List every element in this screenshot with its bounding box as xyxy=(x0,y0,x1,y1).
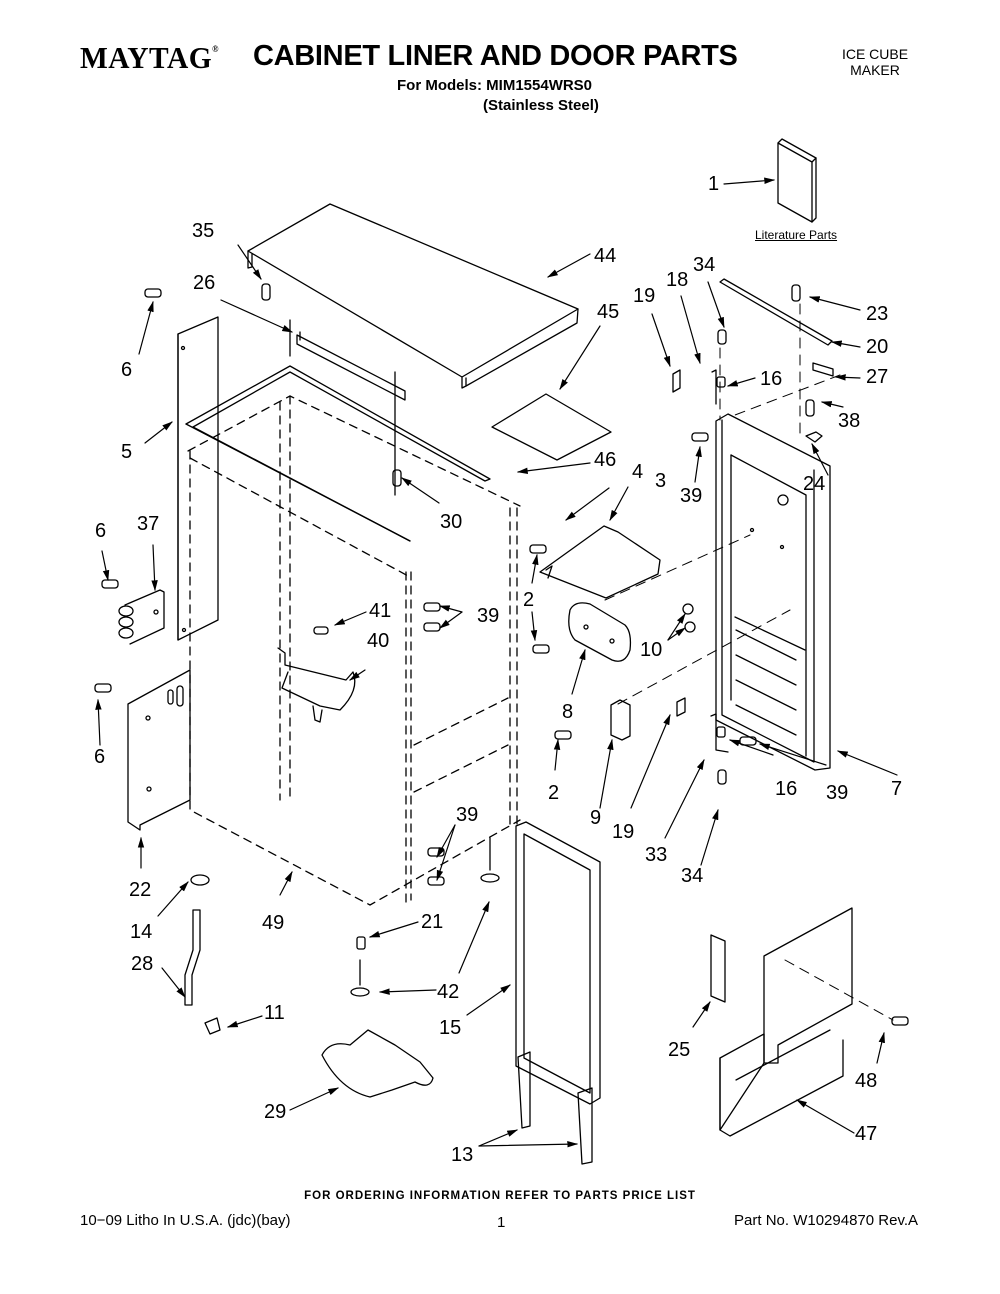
ice-scoop xyxy=(321,1029,434,1098)
callout-5: 5 xyxy=(121,441,133,463)
shim xyxy=(812,362,834,377)
callout-41: 41 xyxy=(369,600,392,622)
callout-45: 45 xyxy=(597,301,620,323)
callout-9: 9 xyxy=(590,807,602,829)
callout-6: 6 xyxy=(95,520,107,542)
print-info: 10−09 Litho In U.S.A. (jdc)(bay) xyxy=(80,1212,291,1229)
door-latch xyxy=(610,699,631,741)
callout-34: 34 xyxy=(693,254,716,276)
lower-panel xyxy=(127,669,191,831)
callout-48: 48 xyxy=(855,1070,878,1092)
callout-7: 7 xyxy=(891,778,903,800)
callout-14: 14 xyxy=(130,921,153,943)
callout-20: 20 xyxy=(866,336,889,358)
model-finish: (Stainless Steel) xyxy=(483,97,599,114)
assembly-lines xyxy=(604,303,894,1021)
control-housing xyxy=(568,602,632,662)
callout-38: 38 xyxy=(838,410,861,432)
callout-11: 11 xyxy=(264,1002,285,1024)
product-type: ICE CUBE MAKER xyxy=(830,46,920,78)
part-number: Part No. W10294870 Rev.A xyxy=(734,1212,918,1229)
literature-booklet xyxy=(777,138,817,223)
callout-19: 19 xyxy=(633,285,656,307)
callout-21: 21 xyxy=(421,911,444,933)
cabinet-liner xyxy=(185,365,521,906)
side-panel xyxy=(177,316,219,641)
callout-35: 35 xyxy=(192,220,215,242)
callout-2: 2 xyxy=(523,589,535,611)
callout-24: 24 xyxy=(803,473,826,495)
callout-22: 22 xyxy=(129,879,152,901)
callout-25: 25 xyxy=(668,1039,691,1061)
callout-16: 16 xyxy=(775,778,798,800)
callout-39: 39 xyxy=(826,782,849,804)
ordering-note: FOR ORDERING INFORMATION REFER TO PARTS … xyxy=(304,1190,696,1202)
callout-6: 6 xyxy=(94,746,106,768)
model-number: For Models: MIM1554WRS0 xyxy=(397,77,593,94)
callout-37: 37 xyxy=(137,513,160,535)
callout-46: 46 xyxy=(594,449,617,471)
registered-mark: ® xyxy=(212,44,219,54)
callout-39: 39 xyxy=(680,485,703,507)
callout-10: 10 xyxy=(640,639,663,661)
product-type-line1: ICE CUBE xyxy=(841,46,909,62)
duct xyxy=(277,647,356,723)
callout-27: 27 xyxy=(866,366,889,388)
callout-19: 19 xyxy=(612,821,635,843)
callout-28: 28 xyxy=(131,953,154,975)
page-title: CABINET LINER AND DOOR PARTS xyxy=(253,40,738,72)
trim-right xyxy=(577,1087,593,1165)
trim-left xyxy=(517,1051,531,1129)
page-number: 1 xyxy=(497,1214,506,1231)
product-type-line2: MAKER xyxy=(850,62,900,78)
callout-18: 18 xyxy=(666,269,689,291)
hinge-strip xyxy=(719,278,833,346)
callout-23: 23 xyxy=(866,303,889,325)
drain-tube xyxy=(184,909,201,1006)
control-bracket xyxy=(539,525,661,599)
callout-2: 2 xyxy=(548,782,560,804)
callout-40: 40 xyxy=(367,630,390,652)
leader-arrows xyxy=(95,177,898,1148)
top-cover xyxy=(247,203,579,389)
callout-4: 4 xyxy=(632,461,644,483)
top-rail xyxy=(289,319,406,401)
callout-29: 29 xyxy=(264,1101,287,1123)
callout-34: 34 xyxy=(681,865,704,887)
callout-1: 1 xyxy=(708,173,720,195)
door xyxy=(715,413,831,771)
brand-logo: MAYTAG® xyxy=(80,40,219,76)
hinge-bracket xyxy=(118,589,165,645)
callout-26: 26 xyxy=(193,272,216,294)
callout-15: 15 xyxy=(439,1017,462,1039)
callout-42: 42 xyxy=(437,981,460,1003)
kickplate xyxy=(719,907,853,1137)
door-gasket xyxy=(515,821,601,1105)
callout-39: 39 xyxy=(477,605,500,627)
callout-8: 8 xyxy=(562,701,574,723)
callout-13: 13 xyxy=(451,1144,474,1166)
hardware xyxy=(94,283,909,1035)
callout-30: 30 xyxy=(440,511,463,533)
callout-44: 44 xyxy=(594,245,617,267)
callout-16: 16 xyxy=(760,368,783,390)
pad xyxy=(491,393,612,461)
callout-47: 47 xyxy=(855,1123,878,1145)
callout-3: 3 xyxy=(655,470,667,492)
callout-6: 6 xyxy=(121,359,133,381)
hinge-spacer xyxy=(710,934,726,1003)
brand-name: MAYTAG xyxy=(80,40,213,75)
callout-33: 33 xyxy=(645,844,668,866)
callout-49: 49 xyxy=(262,912,285,934)
literature-parts-label: Literature Parts xyxy=(755,228,838,242)
callout-39: 39 xyxy=(456,804,479,826)
